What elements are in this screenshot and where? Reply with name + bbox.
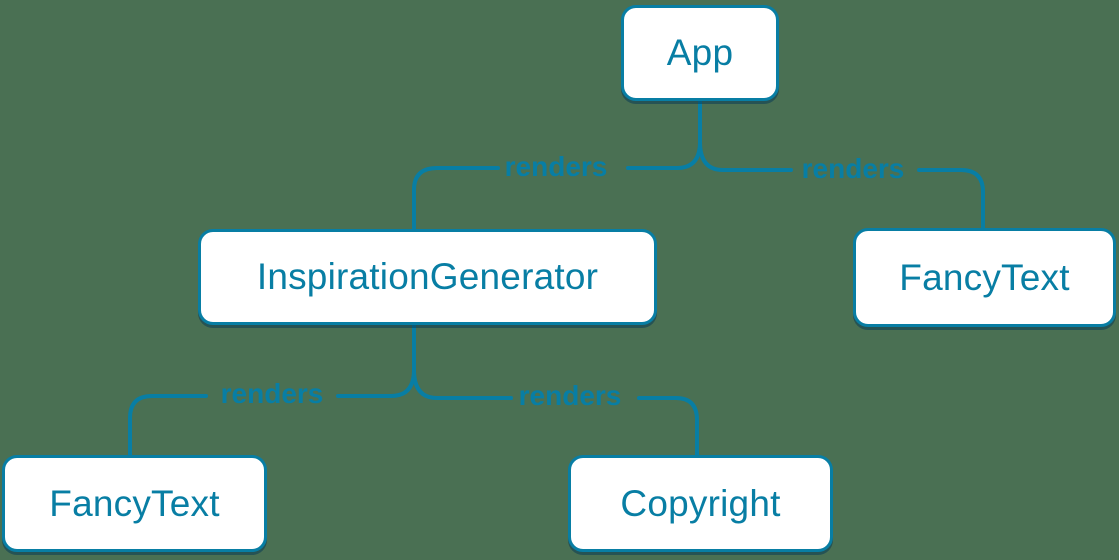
node-inspiration-generator: InspirationGenerator: [198, 229, 657, 325]
edge-ig-to-copyright-b: [637, 396, 699, 457]
node-copyright: Copyright: [568, 455, 833, 552]
node-fancy-text-right-label: FancyText: [899, 256, 1070, 298]
node-copyright-label: Copyright: [620, 482, 781, 524]
edge-app-to-fancytext-a: [698, 140, 793, 172]
edge-app-to-inspirationgenerator-a: [626, 140, 702, 170]
node-fancy-text-left-label: FancyText: [49, 482, 220, 524]
node-app-label: App: [666, 32, 734, 73]
edge-ig-to-fancytext-b: [128, 394, 208, 457]
node-app: App: [621, 5, 779, 101]
edge-ig-to-copyright-a: [412, 368, 513, 400]
node-fancy-text-left: FancyText: [2, 455, 267, 552]
node-fancy-text-right: FancyText: [853, 228, 1116, 327]
edge-label-ig-fancytext: renders: [220, 378, 324, 409]
edge-label-app-fancytext: renders: [801, 153, 905, 184]
edge-ig-to-fancytext-a: [336, 368, 416, 398]
node-inspiration-generator-label: InspirationGenerator: [256, 256, 599, 297]
edge-app-to-fancytext-b: [917, 168, 985, 230]
edge-label-ig-copyright: renders: [518, 380, 622, 411]
edge-label-app-inspirationgenerator: renders: [504, 151, 608, 182]
edge-app-to-inspirationgenerator-b: [412, 166, 500, 231]
